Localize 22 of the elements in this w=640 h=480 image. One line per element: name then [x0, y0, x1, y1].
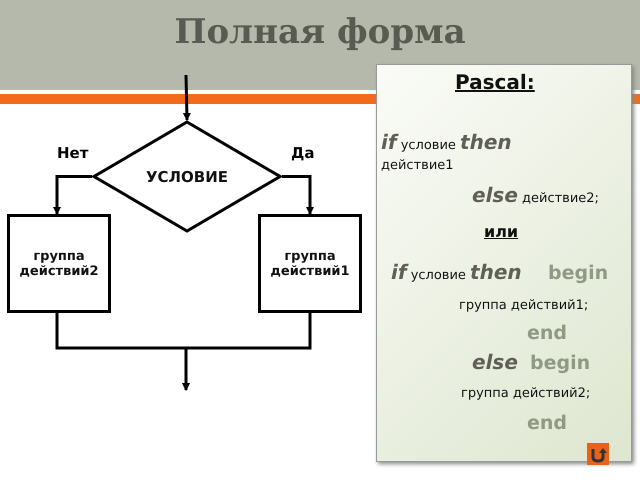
- slide-title: Полная форма: [173, 12, 467, 52]
- process-box: группа действий1: [258, 214, 362, 313]
- code-text: end: [527, 322, 568, 344]
- code-text: else: [472, 350, 518, 374]
- code-text: группа действий2;: [461, 386, 590, 401]
- process-box: группа действий2: [7, 214, 111, 313]
- code-text: else действие2;: [472, 183, 599, 207]
- code-text: begin: [548, 262, 608, 284]
- code-text: begin: [530, 352, 590, 374]
- code-text: или: [484, 222, 518, 241]
- arrow: [182, 74, 191, 121]
- code-text: end: [527, 412, 568, 434]
- code-text: if условие then: [381, 130, 512, 154]
- edge-label: Да: [290, 144, 316, 162]
- panel-heading: Pascal:: [455, 70, 535, 94]
- decision-diamond: УСЛОВИЕ: [92, 120, 282, 233]
- code-text: if условие then: [391, 260, 522, 284]
- arrow: [53, 175, 92, 215]
- arrow: [182, 313, 312, 391]
- code-text: действие1: [381, 158, 454, 173]
- code-text: группа действий1;: [459, 298, 588, 313]
- arrow: [282, 175, 314, 215]
